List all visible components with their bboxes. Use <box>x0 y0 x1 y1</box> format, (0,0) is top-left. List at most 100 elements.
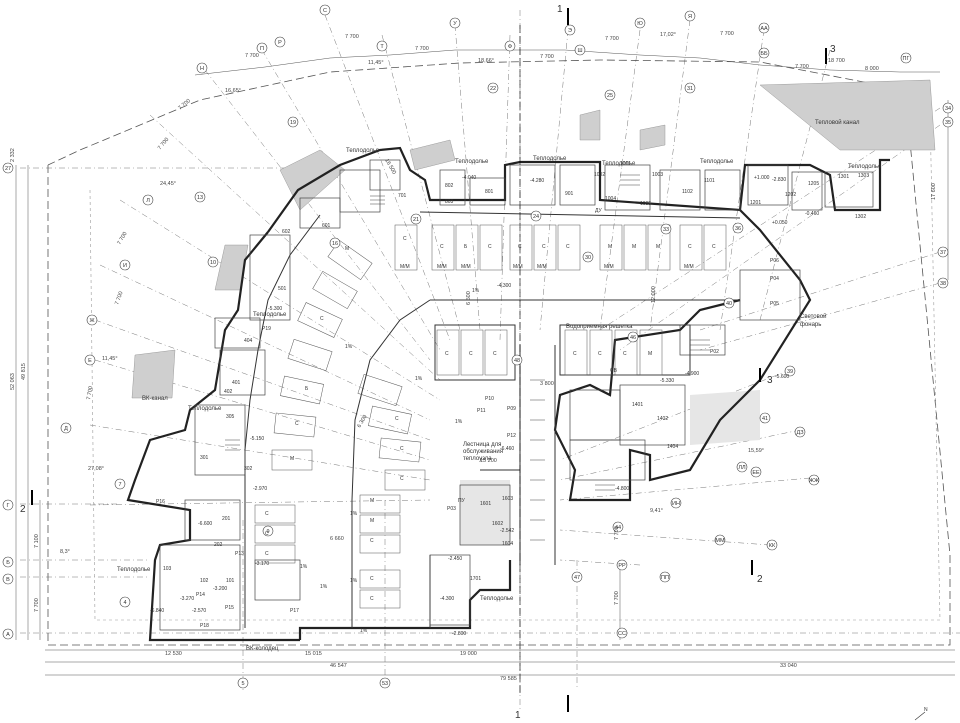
dim-left-3: 7 700 <box>114 291 124 306</box>
elevation-mark: -4.800 <box>615 486 629 492</box>
elevation-mark: -2.570 <box>192 608 206 614</box>
dim-mid-7: 12 000 <box>651 286 657 303</box>
axis-label: ЖЖ <box>809 478 819 484</box>
north-arrow-icon: N <box>914 707 928 721</box>
axis-label: 35 <box>945 120 951 126</box>
axis-label: РР <box>618 563 626 569</box>
stall-letter: М/М <box>437 264 447 270</box>
dim-right-2: 7 700 <box>614 526 620 540</box>
room-number: Р04 <box>770 276 779 282</box>
elevation-mark: -5.600 <box>775 374 789 380</box>
axis-label: 19 <box>290 120 296 126</box>
axis-label: Я <box>688 14 692 20</box>
stall-letter: М <box>370 498 374 504</box>
dim-top-3: 7 700 <box>415 46 429 52</box>
axis-label: ДЗ <box>796 430 804 436</box>
site-boundary <box>47 59 951 646</box>
stall-letter: С <box>493 351 497 357</box>
stall-letter: М <box>608 244 612 250</box>
axis-label: Т <box>380 44 384 50</box>
dim-mid-1: 6 500 <box>466 291 472 305</box>
axis-label: 16 <box>332 241 338 247</box>
room-numbers: 1301 1302 1303 1201 1202 1205 1101 1102 … <box>156 161 869 629</box>
room-number: Р12 <box>507 433 516 439</box>
axis-label: Л <box>146 198 150 204</box>
dim-bottom-6: 33 040 <box>780 663 797 669</box>
section-mark: 2 <box>757 574 763 585</box>
elevation-mark: -5.150 <box>250 436 264 442</box>
label-teplodolye: Теплодолье <box>480 596 514 602</box>
axis-label: 24 <box>533 214 539 220</box>
dim-top-7: 7 700 <box>795 64 809 70</box>
stall-letter: СВ <box>610 368 618 374</box>
dim-bottom-2: 15 015 <box>305 651 322 657</box>
dim-left-6: 7 700 <box>157 137 170 151</box>
stall-letter: М/М <box>513 264 523 270</box>
label-teplodolye: Теплодолье <box>455 159 489 165</box>
dim-mid-3: 6 660 <box>330 536 344 542</box>
room-number: Р14 <box>196 592 205 598</box>
stall-letter: М/М <box>684 264 694 270</box>
axis-label: 41 <box>762 416 768 422</box>
dim-left-total: 52 063 <box>10 373 16 390</box>
label-svetovoy-1: Световой <box>800 313 826 320</box>
axis-label: 47 <box>574 575 580 581</box>
room-number: Р06 <box>770 258 779 264</box>
elevation-mark: -2.450 <box>448 556 462 562</box>
stall-letter: С <box>712 244 716 250</box>
stall-letter: С <box>469 351 473 357</box>
room-number: 1404 <box>667 444 678 450</box>
room-number: 201 <box>222 516 231 522</box>
room-number: 1101 <box>704 178 715 184</box>
axis-label: ЛЛ <box>738 465 746 471</box>
label-teplodolye: Теплодолье <box>253 312 287 318</box>
axis-label: 27 <box>5 166 11 172</box>
dim-right-1: 17 600 <box>931 183 937 200</box>
label-lestnitsa-3: теплоузла <box>463 456 492 462</box>
axis-label: Р <box>278 40 282 46</box>
room-boxes <box>159 159 874 631</box>
room-number: Р13 <box>235 551 244 557</box>
stall-letter: С <box>488 244 492 250</box>
label-svetovoy-2: фонарь <box>800 322 821 328</box>
room-number: 404 <box>244 338 253 344</box>
stall-letter: С <box>370 538 374 544</box>
dim-left-9: 2 332 <box>10 148 16 162</box>
label-teplodolye: Теплодолье <box>188 406 222 412</box>
dim-left-4: 7 700 <box>86 386 94 401</box>
dim-bottom-3: 19 000 <box>460 651 477 657</box>
top-axis-bubbles: Н П Р С Т У Ф Ш Э Ю Я АА ББ ПГ <box>196 4 912 74</box>
elevation-mark: -4.900 <box>685 371 699 377</box>
room-number: 1202 <box>785 192 796 198</box>
axis-label: 31 <box>687 86 693 92</box>
dimension-lines <box>15 49 955 676</box>
slope-mark: 1% <box>300 564 308 570</box>
north-label: N <box>924 707 928 713</box>
stall-letter: Б <box>305 386 309 392</box>
stall-letter: С <box>295 421 299 427</box>
room-number: 1604 <box>502 541 513 547</box>
elevation-mark: -0.460 <box>805 211 819 217</box>
slope-mark: 1% <box>360 628 368 634</box>
stall-letter: С <box>400 476 404 482</box>
room-number: 1301 <box>838 174 849 180</box>
stairs <box>225 174 710 541</box>
room-number: 1602 <box>492 521 503 527</box>
elevation-mark: -2.970 <box>253 486 267 492</box>
room-number: 101 <box>226 578 235 584</box>
dim-bottom-4: 46 547 <box>330 663 347 669</box>
room-number: 402 <box>224 389 233 395</box>
axis-label: КК <box>769 543 776 549</box>
axis-label: 25 <box>607 93 613 99</box>
hatched-zones <box>131 79 936 545</box>
axis-label: И <box>123 263 127 269</box>
stall-letter: С <box>518 244 522 250</box>
room-number: Р09 <box>507 406 516 412</box>
section-mark-labels: 1 1 2 2 3 3 <box>20 4 836 721</box>
room-number: 1102 <box>682 189 693 195</box>
dim-mid-4: 3 800 <box>540 381 554 387</box>
elevation-mark: -2.542 <box>500 528 514 534</box>
room-number: 202 <box>214 542 223 548</box>
dim-left-2: 7 700 <box>117 231 129 246</box>
